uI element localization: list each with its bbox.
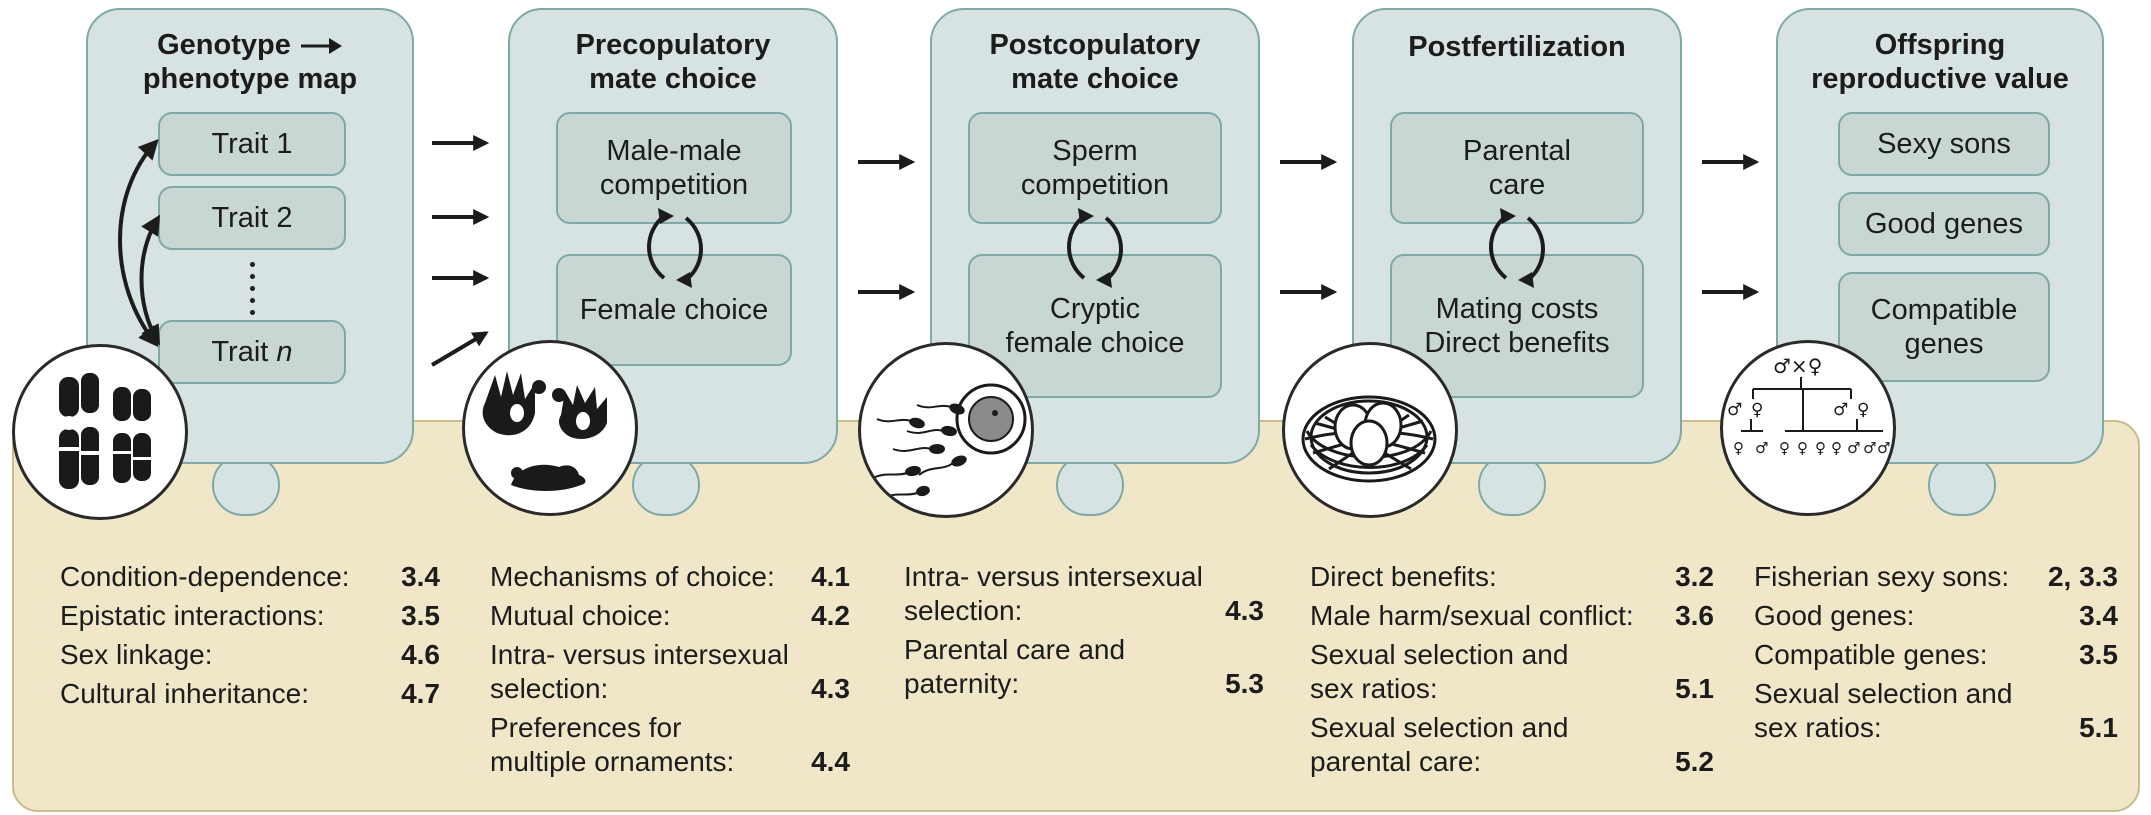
arrow-icon xyxy=(430,331,489,367)
card-title-line2: phenotype map xyxy=(142,63,358,95)
reference-row: Sex linkage:4.6 xyxy=(60,639,440,670)
good-genes-box: Good genes xyxy=(1838,192,2050,256)
card-title: Offspring reproductive value xyxy=(1811,29,2069,95)
pedigree-female-symbol: ♀ xyxy=(1751,400,1763,420)
sperm-competition-box: Sperm competition xyxy=(968,112,1222,224)
reference-row: Sexual selection and parental care:5.2 xyxy=(1310,712,1714,777)
reference-row: Direct benefits:3.2 xyxy=(1310,561,1714,592)
reference-row: Parental care and paternity:5.3 xyxy=(904,634,1264,699)
puzzle-tab xyxy=(1478,454,1546,516)
right-arrow-icon xyxy=(300,38,342,55)
pedigree-male-symbol: ♂ xyxy=(1833,400,1848,420)
pedigree-male-symbol: ♂ xyxy=(1877,439,1890,457)
pedigree-female-symbol: ♀ xyxy=(1797,439,1808,457)
trait-1-box: Trait 1 xyxy=(158,112,346,176)
flow-arrows xyxy=(430,135,1760,367)
references-column-2: Mechanisms of choice:4.1 Mutual choice:4… xyxy=(490,560,850,784)
reference-row: Fisherian sexy sons:2, 3.3 xyxy=(1754,561,2118,592)
reference-row: Compatible genes:3.5 xyxy=(1754,639,2118,670)
pedigree-male-symbol: ♂ xyxy=(1847,439,1860,457)
cycle-arrows-icon xyxy=(647,208,703,288)
trait-n-italic: n xyxy=(276,336,293,368)
references-column-3: Intra- versus intersexual selection:4.3 … xyxy=(904,560,1264,706)
references-column-5: Fisherian sexy sons:2, 3.3 Good genes:3.… xyxy=(1754,560,2118,750)
reference-row: Sexual selection and sex ratios:5.1 xyxy=(1310,639,1714,704)
card-title-line1: Genotype xyxy=(157,29,291,61)
puzzle-tab xyxy=(212,454,280,516)
card-title: Postfertilization xyxy=(1408,31,1626,63)
references-column-4: Direct benefits:3.2 Male harm/sexual con… xyxy=(1310,560,1714,784)
pedigree-female-symbol: ♀ xyxy=(1733,439,1744,457)
reference-row: Epistatic interactions:3.5 xyxy=(60,600,440,631)
references-column-1: Condition-dependence:3.4 Epistatic inter… xyxy=(60,560,440,716)
reference-row: Sexual selection and sex ratios:5.1 xyxy=(1754,678,2118,743)
pedigree-female-symbol: ♀ xyxy=(1815,439,1826,457)
parental-care-box: Parental care xyxy=(1390,112,1644,224)
mating-costs-box: Mating costs Direct benefits xyxy=(1390,254,1644,398)
trait-link-arrows xyxy=(118,139,161,348)
reference-row: Good genes:3.4 xyxy=(1754,600,2118,631)
reference-row: Mutual choice:4.2 xyxy=(490,600,850,631)
reference-row: Preferences for multiple ornaments:4.4 xyxy=(490,712,850,777)
reference-row: Mechanisms of choice:4.1 xyxy=(490,561,850,592)
reference-row: Condition-dependence:3.4 xyxy=(60,561,440,592)
pedigree-icon: ♂×♀ ♂ ♀ ♂ ♀ ♀ ♂ ♀ ♀ ♀ ♀ ♂ ♂ ♂ xyxy=(1720,340,1896,516)
reference-row: Male harm/sexual conflict:3.6 xyxy=(1310,600,1714,631)
reference-row: Cultural inheritance:4.7 xyxy=(60,678,440,709)
reference-row: Intra- versus intersexual selection:4.3 xyxy=(490,639,850,704)
sexy-sons-box: Sexy sons xyxy=(1838,112,2050,176)
card-title: Precopulatory mate choice xyxy=(575,29,771,95)
pedigree-male-symbol: ♂ xyxy=(1727,400,1742,420)
male-male-competition-box: Male-male competition xyxy=(556,112,792,224)
puzzle-tab xyxy=(632,454,700,516)
pedigree-female-symbol: ♀ xyxy=(1831,439,1842,457)
female-choice-box: Female choice xyxy=(556,254,792,366)
trait-n-box: Trait n xyxy=(158,320,346,384)
card-title: Postcopulatory mate choice xyxy=(989,29,1201,95)
pedigree-female-symbol: ♀ xyxy=(1857,400,1869,420)
reference-row: Intra- versus intersexual selection:4.3 xyxy=(904,561,1264,626)
sperm-egg-icon xyxy=(858,342,1034,518)
chromosomes-icon xyxy=(12,344,188,520)
pedigree-male-symbol: ♂ xyxy=(1755,439,1768,457)
cycle-arrows-icon xyxy=(1489,208,1545,288)
bird-nest-icon xyxy=(1282,342,1458,518)
card-title: Genotype phenotype map xyxy=(88,28,412,96)
pedigree-female-symbol: ♀ xyxy=(1779,439,1790,457)
trait-2-box: Trait 2 xyxy=(158,186,346,250)
pedigree-parents-symbol: ♂×♀ xyxy=(1773,354,1822,378)
sage-grouse-icon xyxy=(462,340,638,516)
offspring-value-card: Offspring reproductive value Sexy sons G… xyxy=(1776,8,2104,464)
ellipsis-dots xyxy=(250,262,256,318)
pedigree-male-symbol: ♂ xyxy=(1863,439,1876,457)
cycle-arrows-icon xyxy=(1067,208,1123,288)
compatible-genes-box: Compatible genes xyxy=(1838,272,2050,382)
